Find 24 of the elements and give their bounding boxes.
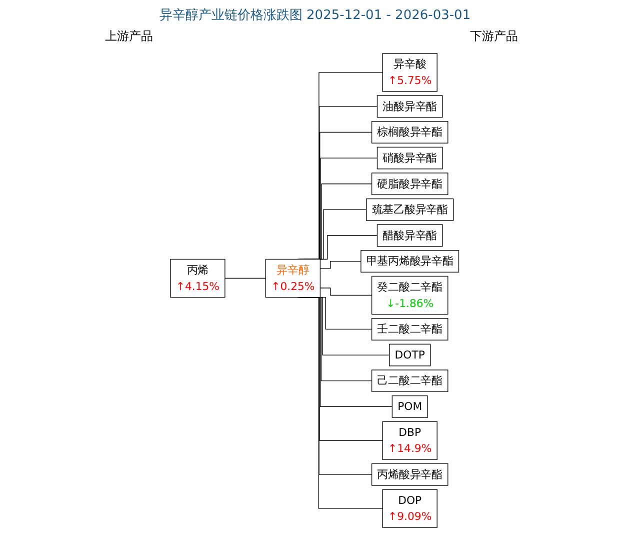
- node-box: 油酸异辛酯: [377, 95, 444, 118]
- node-box: 硝酸异辛酯: [377, 146, 444, 170]
- column-heading: 下游产品: [470, 28, 518, 45]
- node-box: 醋酸异辛酯: [377, 224, 444, 247]
- node-box: 巯基乙酸异辛酯: [366, 198, 454, 221]
- node-box: 棕榈酸异辛酯: [372, 121, 449, 144]
- connector: [320, 288, 373, 296]
- node-box: 癸二酸二辛酯 ↓-1.86%: [372, 276, 449, 315]
- node-box: 硬脂酸异辛酯: [372, 172, 449, 196]
- node-box: 己二酸二辛酯: [372, 370, 449, 392]
- node-box: DOTP: [389, 344, 432, 366]
- node-box: 丙烯 ↑4.15%: [170, 258, 226, 298]
- node-box: 异辛酸 ↑5.75%: [382, 53, 438, 92]
- node-box: 丙烯酸异辛酯: [372, 463, 449, 486]
- node-box: DOP ↑9.09%: [382, 489, 438, 528]
- node-box: DBP ↑14.9%: [382, 421, 438, 460]
- column-heading: 上游产品: [105, 28, 153, 45]
- node-box: 甲基丙烯酸异辛酯: [361, 250, 460, 272]
- chart-title: 异辛醇产业链价格涨跌图 2025-12-01 - 2026-03-01: [159, 7, 471, 24]
- node-box: 异辛醇 ↑0.25%: [266, 258, 321, 298]
- node-box: POM: [392, 395, 428, 418]
- node-box: 壬二酸二辛酯: [372, 318, 449, 340]
- connector: [320, 260, 362, 269]
- connector: [225, 278, 266, 279]
